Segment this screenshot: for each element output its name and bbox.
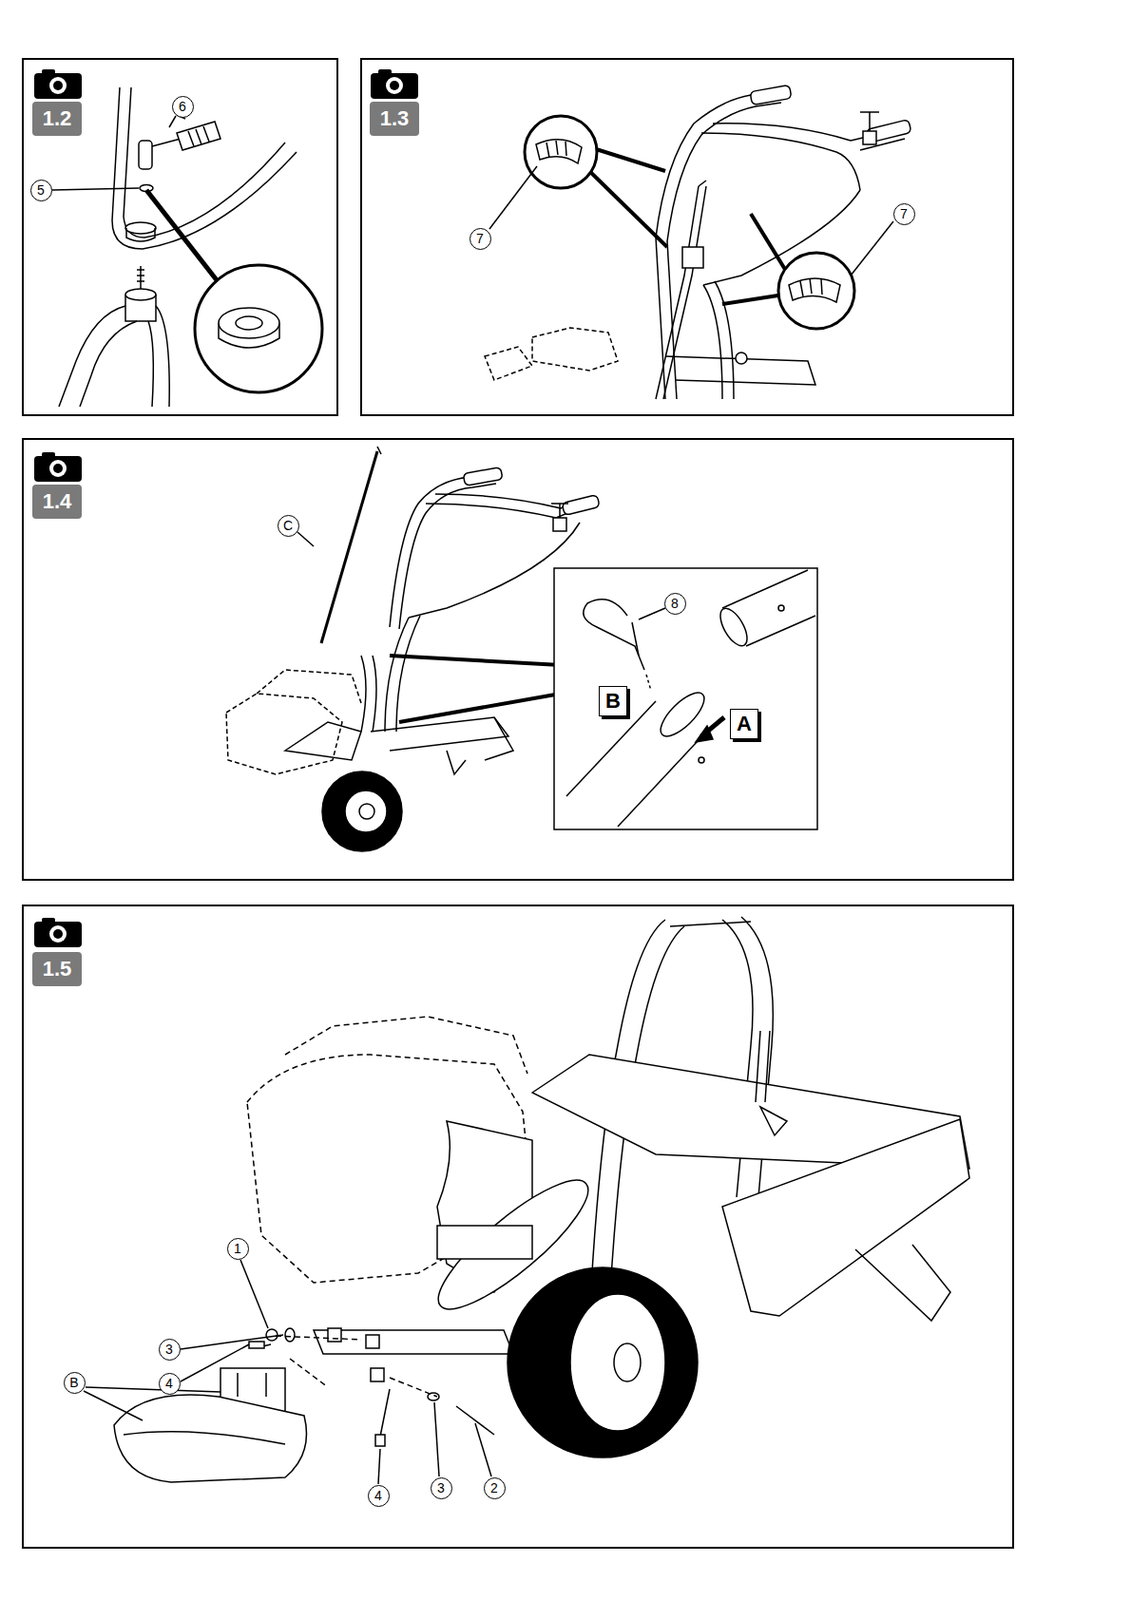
callout-text: 8 [670, 596, 679, 611]
callout-number: 3 [158, 1339, 181, 1362]
camera-icon [34, 918, 82, 948]
leader-line [378, 1449, 381, 1485]
leader-line [180, 1344, 250, 1382]
leader-line [180, 1335, 284, 1350]
figure-number: 1.5 [42, 958, 73, 980]
callout-number: C [277, 515, 300, 537]
callout-number: 4 [158, 1373, 181, 1396]
figure-number: 1.2 [42, 108, 73, 130]
callout-text: 5 [37, 183, 45, 197]
panel-frame [22, 58, 338, 416]
leader-line [169, 115, 176, 128]
leader-line [52, 188, 139, 191]
camera-icon [34, 452, 82, 482]
camera-icon [370, 69, 419, 99]
callout-number: 4 [367, 1485, 390, 1508]
callout-text: 2 [490, 1481, 499, 1496]
leader-line [850, 221, 894, 276]
callout-number: 7 [469, 228, 492, 250]
callout-text: 7 [476, 231, 484, 246]
leader-line [240, 1260, 269, 1329]
callout-text: 4 [165, 1377, 173, 1391]
callout-number: 1 [227, 1238, 250, 1261]
handlebar-drawing [484, 84, 912, 400]
leader-line [489, 166, 537, 230]
handle-knob-drawing [58, 87, 323, 407]
callout-text: 6 [178, 99, 187, 114]
callout-number: 7 [893, 203, 916, 226]
panel-frame [22, 905, 1014, 1549]
figure-number-badge: 1.5 [32, 952, 82, 987]
callout-number: 5 [30, 179, 53, 202]
callout-text: 7 [900, 207, 908, 221]
panel-frame [22, 439, 1014, 881]
tiller-closeup-drawing [114, 917, 970, 1483]
step-letter-box: B [598, 686, 628, 717]
step-letter-box: A [729, 709, 759, 740]
callout-text: B [605, 690, 621, 712]
callout-text: 1 [233, 1242, 242, 1256]
callout-text: 3 [165, 1342, 173, 1357]
leader-line [297, 532, 314, 547]
leader-line [638, 608, 666, 620]
callout-number: 8 [664, 593, 687, 615]
callout-text: 4 [374, 1489, 383, 1503]
callout-text: 3 [437, 1481, 445, 1496]
panel-frame [361, 58, 1014, 416]
leader-line [83, 1391, 143, 1421]
leader-line [434, 1402, 440, 1477]
tiller-drawing [226, 446, 600, 852]
callout-number: 6 [172, 95, 194, 118]
inset-frame [554, 568, 818, 830]
callout-number: B [63, 1372, 86, 1395]
camera-icon [34, 69, 82, 99]
tube-pin-drawing [566, 570, 816, 827]
leader-line [475, 1423, 492, 1477]
figure-number-badge: 1.2 [32, 101, 82, 136]
callout-number: 3 [430, 1477, 453, 1500]
figure-number-badge: 1.3 [369, 101, 420, 136]
callout-text: C [283, 518, 293, 533]
callout-number: 2 [483, 1477, 506, 1500]
callout-text: A [736, 713, 752, 735]
figure-number-badge: 1.4 [32, 484, 82, 519]
leader-line [85, 1387, 221, 1393]
figure-number: 1.3 [380, 108, 410, 130]
callout-text: B [69, 1376, 78, 1390]
figure-number: 1.4 [42, 491, 73, 513]
